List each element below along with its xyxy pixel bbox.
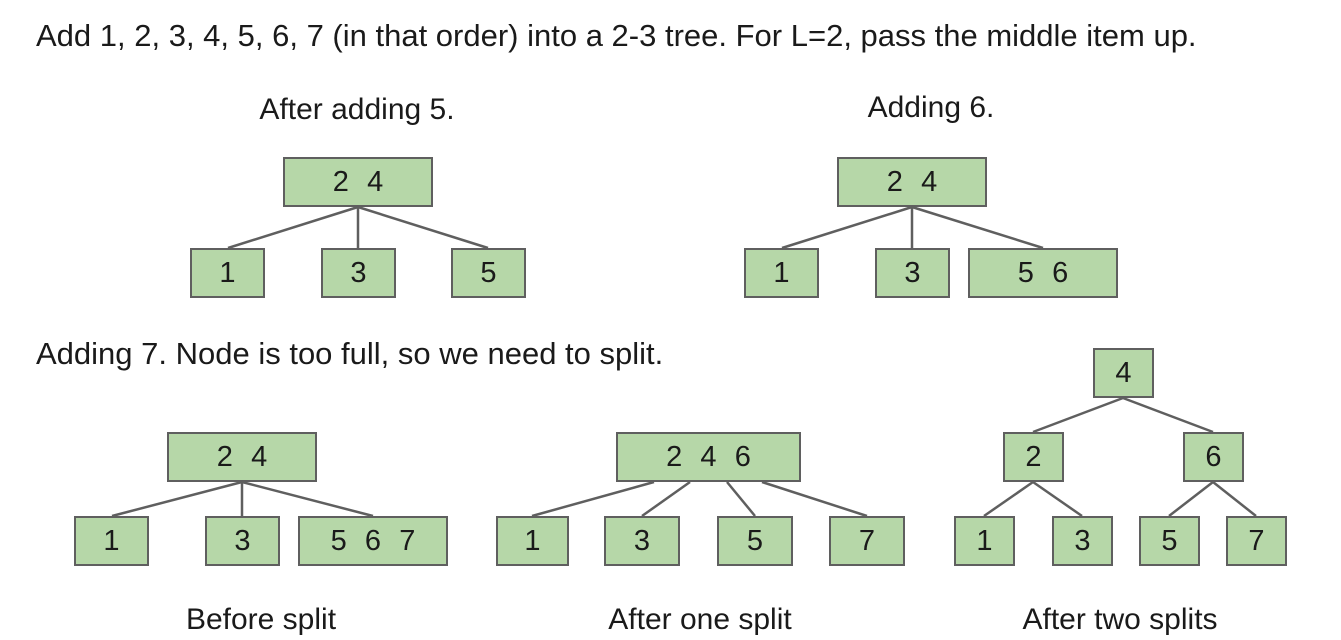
d5-leaf-node: 7 [1226,516,1287,566]
d5-internal-node: 2 [1003,432,1064,482]
d5-leaf-node: 3 [1052,516,1113,566]
tree-edge [1212,481,1257,517]
d1-leaf-node: 1 [190,248,265,298]
d4-leaf-node: 5 [717,516,793,566]
tree-edge [761,480,868,518]
d4-root-node: 2 4 6 [616,432,801,482]
tree-edge [1032,396,1124,434]
caption-adding-6: Adding 6. [867,91,995,124]
caption-after-adding-5: After adding 5. [259,93,455,126]
d2-leaf-node: 5 6 [968,248,1118,298]
tree-edge [357,205,489,250]
d3-root-node: 2 4 [167,432,317,482]
tree-edge [781,205,913,250]
tree-edge [1168,481,1214,517]
tree-edge [641,480,691,518]
tree-edge [531,480,655,518]
d5-internal-node: 6 [1183,432,1244,482]
caption-before-split: Before split [185,603,337,636]
d1-leaf-node: 3 [321,248,396,298]
d3-leaf-node: 1 [74,516,149,566]
tree-edge [1122,396,1214,434]
tree-edge [241,480,374,518]
d4-leaf-node: 1 [496,516,569,566]
d1-root-node: 2 4 [283,157,433,207]
d2-leaf-node: 1 [744,248,819,298]
d4-leaf-node: 3 [604,516,680,566]
tree-edge [1032,480,1083,518]
d2-root-node: 2 4 [837,157,987,207]
tree-edge [227,205,359,250]
tree-edge [111,480,243,518]
d3-leaf-node: 5 6 7 [298,516,448,566]
caption-after-two-splits: After two splits [1022,603,1218,636]
d5-leaf-node: 5 [1139,516,1200,566]
d3-leaf-node: 3 [205,516,280,566]
caption-after-one-split: After one split [608,603,792,636]
subheading: Adding 7. Node is too full, so we need t… [36,336,664,371]
d1-leaf-node: 5 [451,248,526,298]
page-heading: Add 1, 2, 3, 4, 5, 6, 7 (in that order) … [36,18,1197,53]
tree-edge [726,481,756,517]
d5-leaf-node: 1 [954,516,1015,566]
tree-edge [983,480,1034,518]
d5-root-node: 4 [1093,348,1154,398]
d4-leaf-node: 7 [829,516,905,566]
tree-edge [911,205,1044,250]
d2-leaf-node: 3 [875,248,950,298]
